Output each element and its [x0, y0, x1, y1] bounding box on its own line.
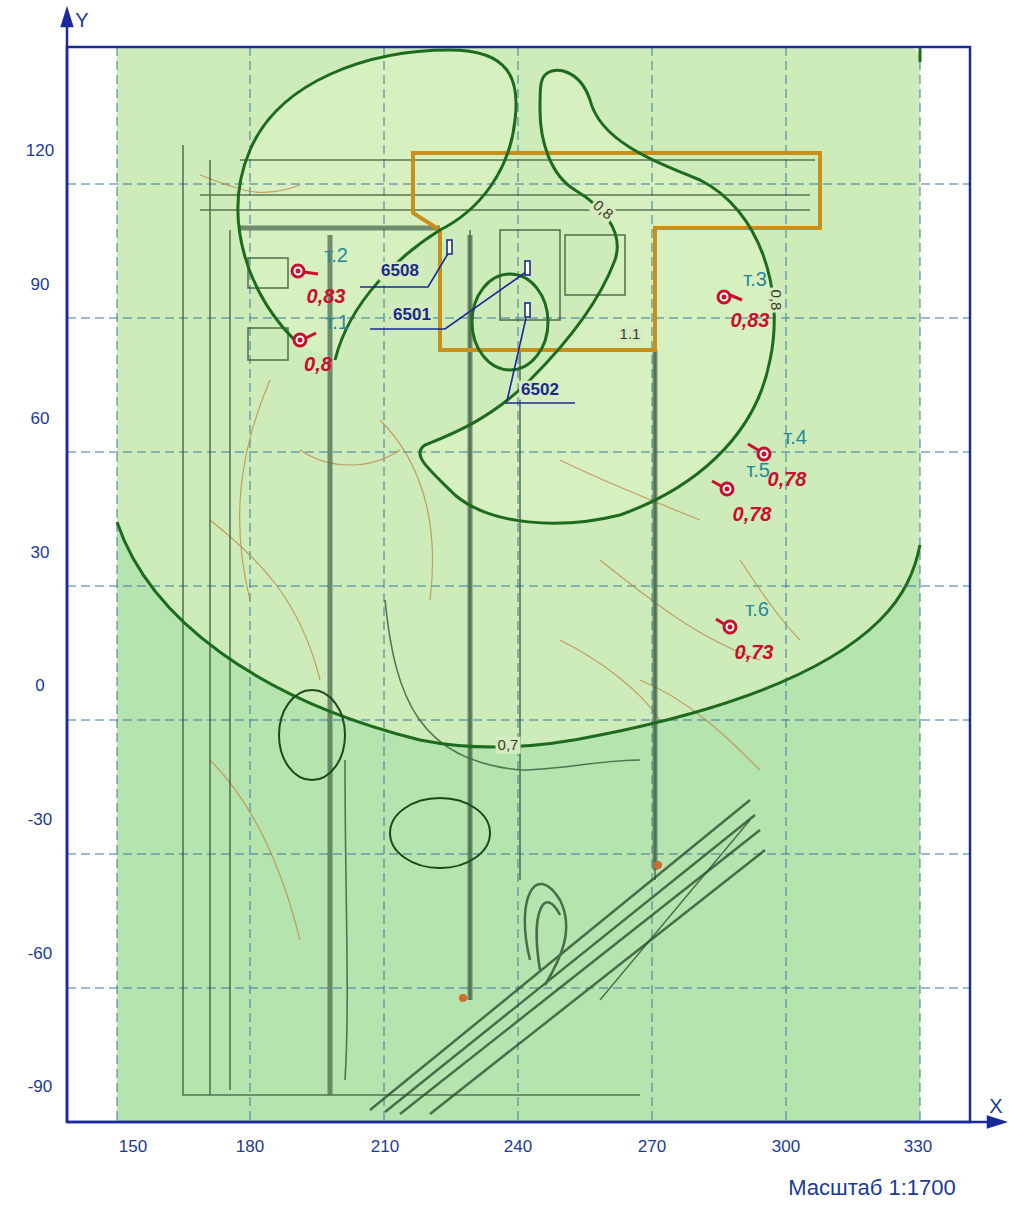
control-point	[292, 265, 304, 277]
contour	[279, 690, 345, 780]
point-value: 0,8	[304, 353, 332, 375]
grid-horizontal	[67, 184, 970, 988]
control-point-centre	[725, 487, 730, 492]
point-centres	[296, 269, 767, 630]
x-tick: 240	[504, 1138, 532, 1157]
map-frame	[67, 47, 970, 1122]
outer-zone	[117, 47, 920, 1122]
x-tick: 150	[119, 1138, 147, 1157]
y-tick: -30	[28, 811, 53, 830]
control-point	[718, 291, 730, 303]
source-leaders	[360, 252, 575, 403]
isolines	[117, 47, 920, 747]
y-tick: 90	[31, 276, 50, 295]
point-name: т.2	[324, 244, 348, 266]
x-tick: 330	[904, 1138, 932, 1157]
axes	[62, 10, 1004, 1127]
grid-vertical	[117, 47, 920, 1122]
point-name: т.6	[745, 598, 769, 620]
plan-line	[183, 145, 815, 1095]
map-scale: Масштаб 1:1700	[788, 1176, 956, 1200]
point-name: т.3	[743, 268, 767, 290]
rail-loop	[525, 884, 566, 985]
contour	[390, 798, 490, 868]
y-tick: 30	[31, 544, 50, 563]
isoline-08	[238, 50, 516, 360]
control-point-centre	[298, 338, 303, 343]
point-value: 0,83	[307, 285, 346, 307]
plan-lines	[183, 145, 815, 1095]
point-pointer	[304, 272, 758, 624]
axis-name: Y	[75, 9, 88, 31]
point-name: т.4	[783, 426, 807, 448]
x-axis	[67, 1121, 990, 1124]
point-value: 0,83	[731, 309, 770, 331]
building	[248, 328, 288, 360]
leader-line	[505, 318, 575, 403]
control-point-centre	[296, 269, 301, 274]
survey-marks	[459, 861, 662, 1002]
point-value: 0,78	[733, 503, 772, 525]
x-tick: 300	[772, 1138, 800, 1157]
survey-mark	[459, 994, 467, 1002]
control-point-centre	[762, 452, 767, 457]
emission-source	[447, 240, 452, 254]
isoline-value: 0,7	[496, 737, 521, 754]
y-arrow	[62, 10, 72, 26]
isoline-inner	[472, 274, 548, 370]
source-number: 6501	[391, 306, 433, 325]
road	[240, 228, 655, 1095]
emission-source	[525, 261, 530, 275]
control-point	[724, 621, 736, 633]
y-tick: 0	[35, 677, 44, 696]
plan-note: 1.1	[618, 326, 643, 343]
x-tick: 180	[236, 1138, 264, 1157]
relief-lines	[200, 175, 800, 940]
control-point-centre	[728, 625, 733, 630]
axis-name: X	[989, 1095, 1002, 1117]
y-tick: 60	[31, 410, 50, 429]
zone-08-right	[420, 70, 774, 523]
zone-08-left	[238, 50, 516, 360]
control-point	[294, 334, 306, 346]
y-tick: -60	[28, 945, 53, 964]
source-number: 6508	[379, 262, 421, 281]
x-arrow	[988, 1117, 1004, 1127]
railway	[370, 800, 765, 1114]
sources	[447, 240, 530, 317]
isoline-edge	[919, 47, 922, 62]
point-name: т.1	[325, 311, 349, 333]
isoline-value: 0,8	[768, 288, 785, 313]
buildings	[248, 230, 625, 360]
roads	[240, 228, 655, 1095]
control-point	[758, 448, 770, 460]
point-value: 0,78	[768, 468, 807, 490]
x-tick: 210	[371, 1138, 399, 1157]
grid	[67, 47, 970, 1122]
control-points	[292, 265, 770, 633]
isoline-08	[420, 70, 774, 523]
y-axis	[66, 22, 69, 1122]
isoline-07	[117, 522, 920, 747]
isoline-value: 0,8	[588, 196, 618, 225]
control-point	[721, 483, 733, 495]
x-tick: 270	[638, 1138, 666, 1157]
leader-line	[370, 272, 526, 329]
relief-line	[200, 175, 800, 940]
y-tick: 120	[26, 142, 54, 161]
point-pointers	[304, 272, 758, 624]
survey-mark	[654, 861, 662, 869]
control-point-centre	[722, 295, 727, 300]
source-number: 6502	[519, 381, 561, 400]
rail-track	[370, 800, 765, 1114]
emission-source	[525, 303, 530, 317]
leader-line	[360, 252, 449, 287]
y-tick: -90	[28, 1078, 53, 1097]
point-value: 0,73	[735, 641, 774, 663]
point-rings	[292, 265, 770, 633]
small-contours	[279, 690, 490, 868]
point-name: т.5	[746, 459, 770, 481]
